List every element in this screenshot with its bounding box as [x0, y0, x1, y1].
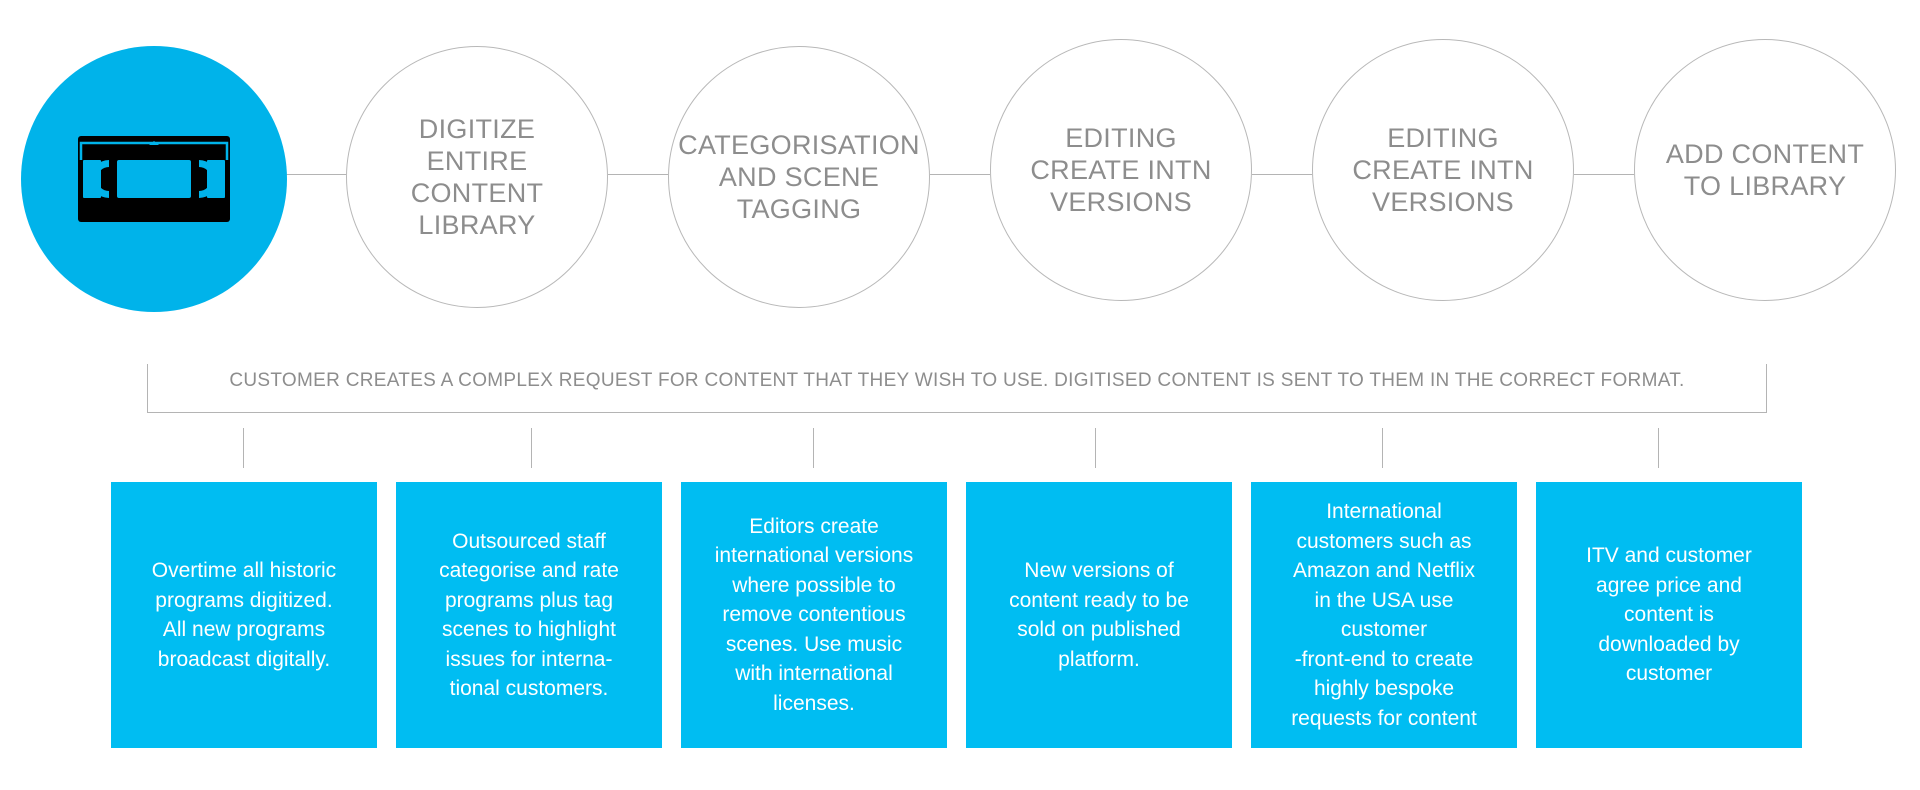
- summary-bracket: [147, 364, 1767, 413]
- connector-line: [286, 174, 346, 175]
- description-card: International customers such as Amazon a…: [1251, 482, 1517, 748]
- connector-line: [1574, 174, 1634, 175]
- connector-line: [930, 174, 990, 175]
- description-card: ITV and customer agree price and content…: [1536, 482, 1802, 748]
- step-circle-digitize: DIGITIZE ENTIRE CONTENT LIBRARY: [346, 46, 608, 308]
- step-circle-start: [21, 46, 287, 312]
- summary-text: CUSTOMER CREATES A COMPLEX REQUEST FOR C…: [229, 370, 1685, 391]
- tick-line: [1382, 428, 1383, 468]
- card-text: Overtime all historic programs digitized…: [151, 559, 337, 671]
- tick-line: [1095, 428, 1096, 468]
- connector-line: [608, 174, 668, 175]
- tick-line: [813, 428, 814, 468]
- vhs-cassette-icon: [78, 136, 230, 222]
- card-text: Editors create international versions wh…: [714, 514, 914, 715]
- connector-line: [1252, 174, 1312, 175]
- description-card: Outsourced staff categorise and rate pro…: [396, 482, 662, 748]
- step-label: EDITING CREATE INTN VERSIONS: [1352, 123, 1534, 217]
- card-text: Outsourced staff categorise and rate pro…: [439, 529, 619, 701]
- step-label: DIGITIZE ENTIRE CONTENT LIBRARY: [410, 114, 544, 240]
- description-card: Editors create international versions wh…: [681, 482, 947, 748]
- tick-line: [531, 428, 532, 468]
- step-label: EDITING CREATE INTN VERSIONS: [1030, 123, 1212, 217]
- step-label: CATEGORISATION AND SCENE TAGGING: [678, 130, 920, 224]
- description-card: Overtime all historic programs digitized…: [111, 482, 377, 748]
- step-circle-editing-2: EDITING CREATE INTN VERSIONS: [1312, 39, 1574, 301]
- step-circle-add-content: ADD CONTENT TO LIBRARY: [1634, 39, 1896, 301]
- card-text: ITV and customer agree price and content…: [1586, 544, 1752, 686]
- card-text: International customers such as Amazon a…: [1291, 500, 1477, 730]
- step-label: ADD CONTENT TO LIBRARY: [1665, 139, 1865, 201]
- description-card: New versions of content ready to be sold…: [966, 482, 1232, 748]
- step-circle-editing-1: EDITING CREATE INTN VERSIONS: [990, 39, 1252, 301]
- step-circle-categorisation: CATEGORISATION AND SCENE TAGGING: [668, 46, 930, 308]
- tick-line: [243, 428, 244, 468]
- tick-line: [1658, 428, 1659, 468]
- card-text: New versions of content ready to be sold…: [1009, 559, 1189, 671]
